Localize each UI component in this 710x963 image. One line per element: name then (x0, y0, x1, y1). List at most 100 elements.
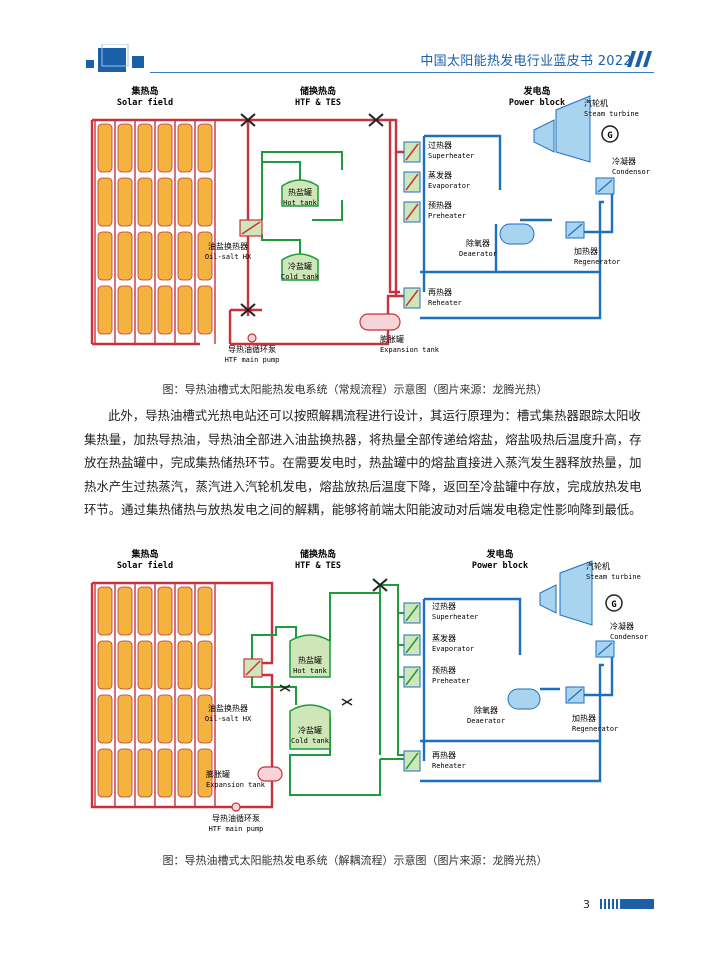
svg-text:G: G (607, 131, 612, 141)
collector-module (97, 694, 113, 744)
collector-module (97, 748, 113, 798)
collector-module (197, 231, 213, 281)
collector-module (197, 640, 213, 690)
solar-section-cn: 集热岛 (130, 548, 158, 560)
svg-text:油盐换热器: 油盐换热器 (208, 703, 248, 713)
superheater: 过热器 Superheater (403, 601, 478, 624)
collector-module (177, 231, 193, 281)
generator: G (601, 125, 619, 143)
svg-text:冷凝器: 冷凝器 (610, 621, 634, 631)
collector-module (117, 748, 133, 798)
regenerator: 加热器 Regenerator (565, 686, 618, 733)
solar-collector-array (94, 120, 216, 344)
tes-section-cn: 储换热岛 (300, 548, 336, 560)
water-steam-loop (420, 134, 614, 320)
expansion-tank: 膨胀罐 Expansion tank (206, 766, 283, 789)
htf-main-pump: 导热油循环泵 HTF main pump (209, 802, 264, 833)
collector-module (117, 285, 133, 335)
svg-text:Hot tank: Hot tank (283, 199, 318, 207)
power-section-en: Power block (472, 561, 528, 571)
header-rule (150, 72, 654, 73)
solar-collector-array (94, 583, 216, 807)
decoupled-flow-diagram: 集热岛 Solar field 储换热岛 HTF & TES 发电岛 Power… (90, 548, 648, 833)
header-slash-decoration (627, 51, 652, 67)
collector-module (117, 231, 133, 281)
collector-module (197, 694, 213, 744)
paragraph-line: 热水产生过热蒸汽，蒸汽进入汽轮机发电，熔盐放热后温度下降，返回至冷盐罐中存放，完… (84, 478, 642, 494)
collector-module (157, 694, 173, 744)
svg-text:导热油循环泵: 导热油循环泵 (212, 813, 260, 823)
paragraph-line: 集热量，加热导热油，导热油全部进入油盐换热器，将热量全部传递给熔盐，熔盐吸热后温… (84, 431, 642, 447)
svg-text:预热器: 预热器 (428, 200, 452, 210)
deaerator: 除氧器 Deaerator (467, 688, 541, 725)
collector-module (157, 640, 173, 690)
valve-icon (279, 578, 388, 706)
svg-text:Steam turbine: Steam turbine (586, 573, 641, 581)
publisher-logo (86, 44, 144, 72)
oil-salt-heat-exchanger: 油盐换热器 Oil-salt HX (205, 658, 263, 723)
svg-text:Regenerator: Regenerator (574, 258, 620, 266)
svg-text:Reheater: Reheater (428, 299, 462, 307)
svg-text:蒸发器: 蒸发器 (432, 633, 456, 643)
svg-text:加热器: 加热器 (572, 713, 596, 723)
svg-text:Superheater: Superheater (432, 613, 478, 621)
steam-turbine: 汽轮机 Steam turbine (539, 560, 641, 626)
paragraph-line: 放在热盐罐中，完成集热储热环节。在需要发电时，热盐罐中的熔盐直接进入蒸汽发生器释… (84, 455, 642, 470)
page-number: 3 (583, 898, 590, 911)
svg-text:Evaporator: Evaporator (428, 182, 470, 190)
conventional-flow-diagram: 集热岛 Solar field 储换热岛 HTF & TES 发电岛 Power… (90, 85, 650, 364)
collector-module (177, 123, 193, 173)
svg-text:膨胀罐: 膨胀罐 (380, 334, 404, 344)
collector-module (177, 748, 193, 798)
svg-text:除氧器: 除氧器 (474, 705, 498, 715)
collector-module (97, 177, 113, 227)
body-paragraph: 此外，导热油槽式光热电站还可以按照解耦流程进行设计，其运行原理为：槽式集热器跟踪… (84, 404, 644, 522)
svg-text:G: G (611, 600, 616, 610)
collector-module (157, 177, 173, 227)
svg-text:Condensor: Condensor (610, 633, 648, 641)
regenerator: 加热器 Regenerator (565, 221, 620, 266)
evaporator: 蒸发器 Evaporator (403, 633, 474, 656)
svg-text:Expansion tank: Expansion tank (380, 346, 440, 354)
reheater: 再热器 Reheater (403, 750, 466, 772)
superheater: 过热器 Superheater (403, 140, 474, 163)
svg-text:Preheater: Preheater (428, 212, 466, 220)
paragraph-line: 此外，导热油槽式光热电站还可以按照解耦流程进行设计，其运行原理为：槽式集热器跟踪… (108, 408, 641, 423)
valve-icon (240, 113, 384, 317)
svg-text:预热器: 预热器 (432, 665, 456, 675)
svg-text:Preheater: Preheater (432, 677, 470, 685)
collector-module (177, 285, 193, 335)
power-section-cn: 发电岛 (522, 85, 550, 97)
collector-module (157, 123, 173, 173)
collector-module (117, 177, 133, 227)
tes-section-cn: 储换热岛 (300, 85, 336, 97)
collector-module (197, 177, 213, 227)
collector-module (137, 748, 153, 798)
collector-module (157, 285, 173, 335)
collector-module (137, 231, 153, 281)
condenser: 冷凝器 Condensor (595, 621, 648, 658)
collector-module (177, 586, 193, 636)
solar-section-cn: 集热岛 (130, 85, 158, 97)
collector-module (137, 640, 153, 690)
tes-section-en: HTF & TES (295, 561, 341, 571)
collector-module (197, 285, 213, 335)
collector-module (157, 231, 173, 281)
svg-text:除氧器: 除氧器 (466, 238, 490, 248)
svg-text:Evaporator: Evaporator (432, 645, 474, 653)
collector-module (137, 123, 153, 173)
preheater: 预热器 Preheater (403, 200, 466, 223)
svg-text:Superheater: Superheater (428, 152, 474, 160)
svg-text:Steam turbine: Steam turbine (584, 110, 639, 118)
solar-section-en: Solar field (117, 560, 173, 571)
collector-module (137, 694, 153, 744)
svg-text:冷盐罐: 冷盐罐 (298, 725, 322, 735)
cold-tank: 冷盐罐 Cold tank (289, 704, 331, 750)
collector-module (157, 586, 173, 636)
svg-text:HTF main pump: HTF main pump (209, 825, 264, 833)
svg-text:过热器: 过热器 (428, 140, 452, 150)
molten-salt-loop (261, 151, 343, 260)
svg-text:汽轮机: 汽轮机 (586, 561, 610, 571)
svg-text:再热器: 再热器 (428, 287, 452, 297)
svg-text:Cold tank: Cold tank (281, 273, 320, 281)
